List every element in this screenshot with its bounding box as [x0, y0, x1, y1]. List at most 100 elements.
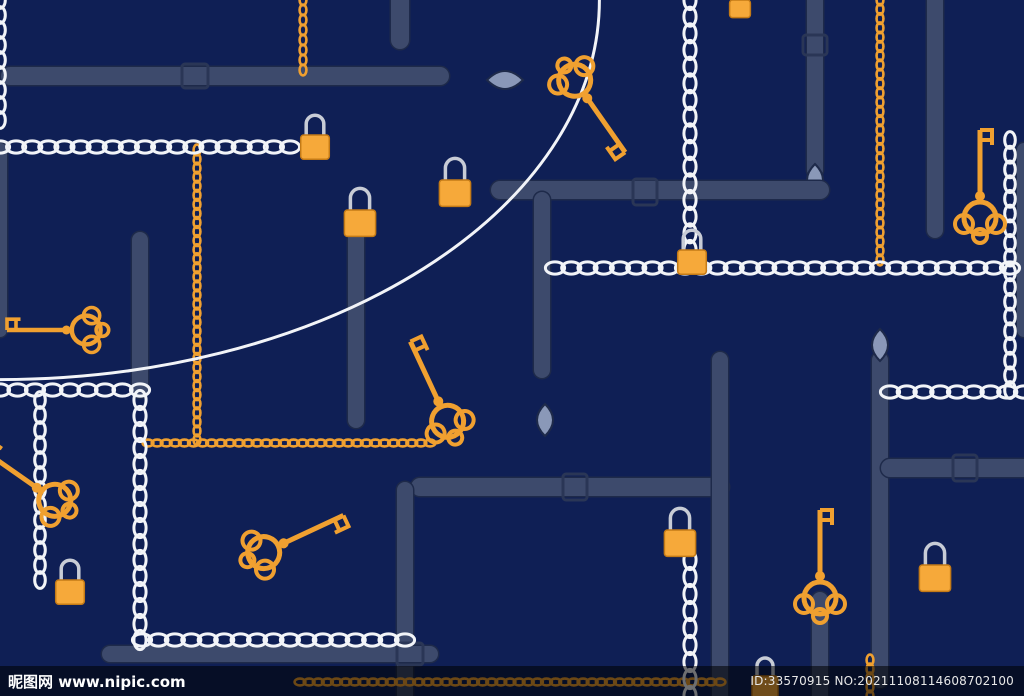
key-shaft: [408, 340, 443, 407]
chain-link: [1003, 203, 1017, 224]
chain-link: [0, 95, 7, 115]
key-collar: [975, 191, 985, 201]
chain-link: [132, 484, 148, 508]
chain-link: [682, 5, 698, 28]
buckle-frame: [395, 641, 425, 667]
chain-link: [912, 384, 935, 400]
chain-link: [0, 50, 7, 70]
chain-link: [262, 632, 285, 648]
chain-link: [682, 38, 698, 62]
key-bow-lobe: [446, 428, 465, 447]
padlock-shackle: [755, 656, 775, 676]
chain-link: [192, 288, 202, 302]
key-bow-lobe: [60, 501, 79, 520]
chain-link: [344, 632, 367, 648]
chain-link: [33, 525, 47, 545]
chain-link: [328, 632, 351, 648]
chain-link: [875, 197, 885, 211]
chain-link: [246, 139, 269, 155]
chain-link: [192, 161, 202, 175]
key-bow-lobe: [453, 408, 476, 431]
chain-link: [682, 616, 698, 640]
padlock-body: [918, 564, 952, 593]
key-bit: [332, 514, 352, 535]
chain-link: [69, 139, 92, 155]
chain-link: [875, 253, 885, 267]
chain-link: [278, 632, 302, 648]
key-bow-lobe: [971, 227, 989, 245]
chain-link: [706, 260, 729, 276]
chain-link: [738, 260, 762, 276]
ornate-key-icon: [408, 333, 476, 447]
chain-link: [182, 139, 205, 155]
chain-link: [787, 260, 810, 276]
chain-link: [6, 382, 29, 398]
chain-link: [0, 139, 12, 155]
chain-link: [962, 384, 985, 400]
chain-link: [37, 139, 60, 155]
silver-chain-icon: [132, 388, 148, 652]
gold-chain-icon: [192, 143, 202, 447]
chain-link: [1003, 144, 1017, 165]
belt-tip-icon: [485, 70, 525, 90]
padlock-icon: [676, 228, 708, 275]
chain-link: [192, 215, 202, 230]
chain-link: [250, 438, 264, 448]
chain-link: [895, 384, 918, 400]
chain-link: [414, 438, 428, 448]
belt-tip-shape: [871, 327, 889, 363]
chain-link: [223, 438, 237, 448]
chain-link: [132, 388, 148, 412]
padlock-shackle: [668, 506, 692, 530]
key-bow-lobe: [57, 479, 80, 502]
chain-link: [875, 244, 885, 258]
chain-link: [192, 333, 202, 348]
chain-link: [576, 260, 599, 276]
chain-link: [875, 21, 885, 35]
chain-link: [396, 438, 410, 448]
chain-link: [305, 438, 319, 448]
chain-link: [803, 260, 827, 276]
chain-link: [875, 160, 885, 174]
belt-buckle: [801, 33, 829, 57]
ornate-key-icon: [5, 305, 111, 355]
chain-link: [277, 438, 292, 448]
belt-buckle: [631, 177, 659, 207]
padlock-shackle: [923, 541, 947, 565]
chain-link: [132, 596, 148, 620]
chain-link: [1003, 130, 1017, 150]
chain-link: [875, 58, 885, 72]
chain-link: [875, 169, 885, 184]
chain-link: [314, 438, 328, 448]
chain-link: [245, 632, 269, 648]
key-bit: [605, 142, 627, 163]
chain-link: [33, 555, 47, 575]
buckle-frame: [180, 62, 210, 90]
silver-chain-icon: [1003, 130, 1017, 400]
chain-link: [950, 260, 973, 276]
chain-link: [1003, 291, 1017, 312]
chain-link: [150, 139, 173, 155]
key-bit: [5, 317, 21, 330]
chain-link: [159, 438, 173, 448]
chain-link: [5, 139, 28, 155]
chain-link: [133, 139, 157, 155]
ornate-key-icon: [238, 513, 352, 581]
key-bow-lobe: [555, 56, 574, 75]
chain-link: [875, 67, 885, 81]
chain-link: [130, 632, 154, 648]
chain-link: [33, 405, 47, 425]
chain-link: [192, 279, 202, 293]
chain-link: [192, 188, 202, 203]
chain-link: [230, 139, 253, 155]
silver-chain-icon: [0, 0, 7, 130]
chain-link: [192, 387, 202, 402]
chain-link: [192, 415, 202, 429]
chain-link: [196, 632, 219, 648]
chain-link: [111, 382, 134, 398]
chain-link: [682, 0, 698, 12]
chain-link: [682, 172, 698, 195]
chain-link: [875, 141, 885, 156]
chain-link: [682, 105, 698, 128]
